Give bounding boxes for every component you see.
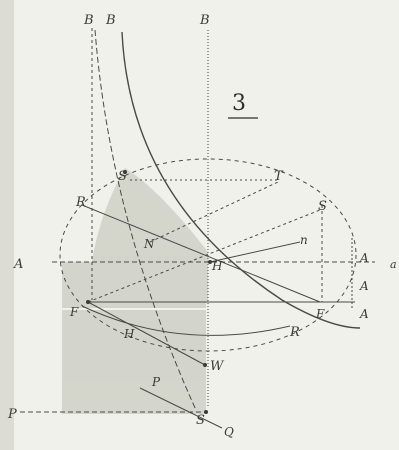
label-p-mid: P [151, 375, 161, 389]
label-h-upper: H [211, 259, 223, 273]
label-r-left: R [75, 195, 86, 210]
label-b-top-2: B [105, 13, 116, 28]
label-edge-a: a [390, 258, 397, 271]
slant-line-f-w [87, 301, 206, 366]
main-arc [121, 31, 361, 329]
label-b-top-1: B [83, 13, 94, 28]
label-w: W [210, 359, 225, 374]
label-s-upper: S [118, 169, 127, 184]
lower-arc [81, 305, 291, 336]
label-n-upper: N [143, 237, 155, 251]
label-s-right: S [318, 199, 327, 214]
point-h [208, 260, 212, 264]
label-n-lower: n [300, 233, 308, 247]
page-edge-shadow [0, 0, 14, 450]
label-f-left: F [69, 305, 79, 319]
label-t: T [274, 169, 284, 184]
construction-lines [20, 28, 375, 429]
point-s [123, 170, 127, 174]
label-a-right-1: A [359, 251, 369, 265]
reference-ellipse [59, 158, 357, 352]
label-s-bottom: S [196, 413, 205, 428]
slant-line-p-q [139, 387, 223, 429]
slant-line-n [209, 241, 301, 263]
label-h-lower: H [123, 327, 135, 341]
label-a-right-2: A [359, 279, 369, 293]
label-q: Q [224, 425, 234, 439]
label-r-right: R [289, 325, 300, 340]
descending-curve [94, 29, 197, 411]
slant-line-r-s [81, 204, 321, 303]
label-b-top-3: B [199, 13, 210, 28]
point-f [86, 300, 90, 304]
label-a-left: A [13, 257, 23, 272]
point-w [203, 363, 207, 367]
label-f-right: F [315, 307, 325, 321]
point-markers [86, 170, 212, 414]
point-s-bottom [204, 410, 208, 414]
label-p-left: P [7, 407, 17, 422]
shaded-lens-region [88, 168, 208, 302]
label-a-right-3: A [359, 307, 369, 321]
figure-number: 3 [232, 91, 246, 116]
